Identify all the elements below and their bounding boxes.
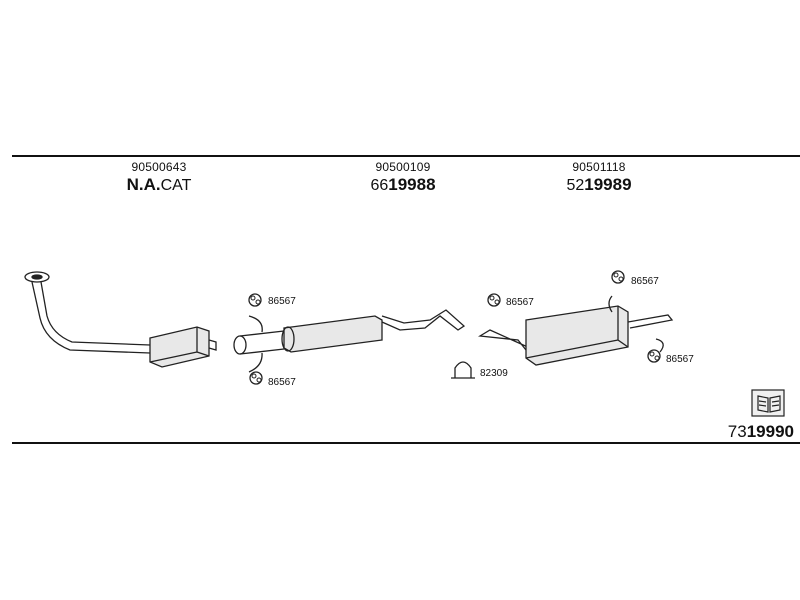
- number-prefix: 66: [370, 177, 389, 194]
- book-icon: [751, 389, 785, 417]
- title-rest: CAT: [160, 177, 192, 194]
- ref-prefix: 73: [727, 422, 747, 441]
- number-prefix: 52: [566, 177, 585, 194]
- ref-main: 19990: [746, 422, 794, 441]
- number-main: 19989: [584, 175, 632, 194]
- part-number: 90500109: [375, 160, 431, 174]
- clamp-label: 82309: [480, 368, 508, 379]
- part-number: 90501118: [572, 160, 626, 174]
- number-main: 19988: [388, 175, 436, 194]
- clamp-82309: [451, 361, 475, 379]
- bottom-rule: [12, 442, 800, 444]
- header-col-2: 90500109 6619988: [313, 160, 493, 195]
- hanger-label: 86567: [268, 296, 296, 307]
- part-number: 90500643: [131, 160, 187, 174]
- middle-silencer: [233, 309, 466, 373]
- hanger-label: 86567: [268, 377, 296, 388]
- rear-silencer: [477, 295, 674, 366]
- hanger-label: 86567: [666, 354, 694, 365]
- header-col-1: 90500643 N.A.CAT: [69, 160, 249, 195]
- title-bold: N.A.: [126, 175, 161, 194]
- top-rule: [12, 155, 800, 157]
- catalytic-converter: [149, 326, 217, 368]
- kit-reference-number: 7319990: [728, 422, 794, 442]
- hanger-rubbers: [248, 270, 661, 385]
- hanger-label: 86567: [631, 276, 659, 287]
- header-col-3: 90501118 5219989: [509, 160, 689, 195]
- hanger-label: 86567: [506, 297, 534, 308]
- front-pipe: [24, 271, 151, 354]
